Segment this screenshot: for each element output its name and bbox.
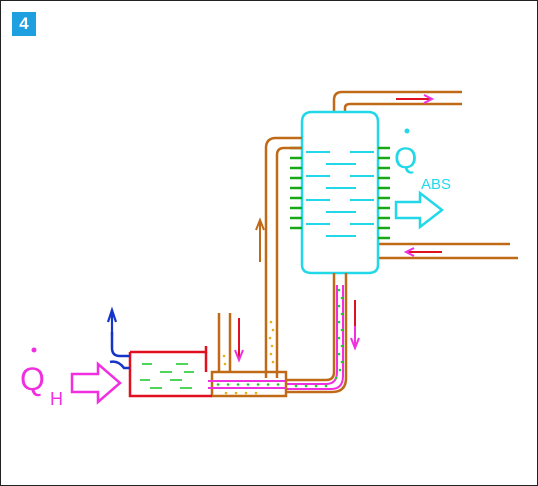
flow-arrow-side-left [403,247,442,257]
exchanger-inner-pipe [208,380,286,389]
vapor-riser-pipe [264,136,302,378]
absorber-left-fins [290,146,302,230]
q-h-symbol: Q [20,361,45,397]
generator-standpipe [217,313,232,372]
cooling-water-top-pipe [332,90,462,112]
figure-number-badge: 4 [12,12,36,36]
absorber-vessel [300,110,380,275]
solution-heat-exchanger [210,370,288,398]
q-h-label: Q H [20,347,63,409]
bubbles-in-exchanger [224,391,258,395]
heat-in-arrow-icon [70,361,122,405]
liquid-in-return-pipe [294,288,344,388]
absorber-right-fins [378,146,390,240]
absorber-liquid [306,151,374,237]
bubbles-in-riser [268,320,275,364]
liquid-in-exchanger [216,383,280,386]
bubbles-in-standpipe [222,354,227,366]
figure-number: 4 [19,14,29,33]
q-h-dot [31,347,37,353]
flow-arrow-top-right [396,94,435,104]
q-abs-symbol: Q [394,142,417,175]
q-h-subscript: H [50,389,63,409]
vapor-outlet-pipe [109,332,130,370]
riser-flow-arrow [255,217,265,262]
vapor-up-arrow-icon [106,306,118,336]
generator-liquid [140,363,194,389]
return-pipe [286,273,348,394]
return-pipe-inner [286,285,344,390]
heat-out-arrow-icon [394,190,445,230]
generator-tank [128,346,212,398]
q-abs-dot [404,128,410,134]
q-abs-label: Q ABS [394,128,451,193]
standpipe-flow-arrow [234,318,244,363]
cooling-water-side-pipe [378,242,518,260]
q-abs-subscript: ABS [421,176,451,193]
